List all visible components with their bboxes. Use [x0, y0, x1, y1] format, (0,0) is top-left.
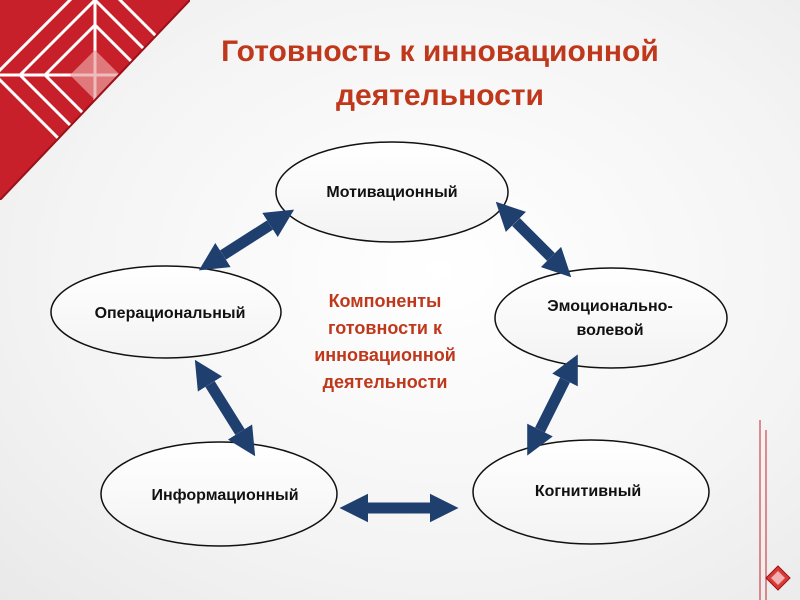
center-label: Компоненты готовности к инновационной де… [280, 288, 490, 396]
slide-title-line-2: деятельности [336, 79, 544, 112]
node-motivational-label: Мотивационный [326, 184, 458, 201]
node-emotional-volitional-label: Эмоционально- волевой [510, 295, 710, 343]
node-emotional-volitional-ellipse[interactable] [494, 267, 728, 369]
center-label-line-3: инновационной [314, 345, 456, 365]
node-emotional-volitional-label-line-2: волевой [576, 322, 644, 339]
arrow-operational-motivational [198, 209, 295, 271]
center-label-line-1: Компоненты [328, 291, 442, 311]
node-cognitive-label: Когнитивный [534, 483, 642, 500]
node-informational-label: Информационный [151, 487, 299, 504]
corner-ornament [0, 0, 190, 200]
node-emotional-volitional-label-line-1: Эмоционально- [547, 298, 673, 315]
node-operational-ellipse[interactable] [50, 265, 282, 359]
center-label-line-4: деятельности [322, 372, 448, 392]
node-cognitive-ellipse[interactable] [472, 439, 710, 545]
slide-title: Готовность к инновационной деятельности [150, 30, 730, 118]
arrow-emotional-cognitive [527, 354, 578, 456]
arrow-motivational-emotional [495, 201, 572, 278]
center-label-line-2: готовности к [328, 318, 442, 338]
node-motivational-ellipse[interactable] [275, 141, 509, 243]
node-operational-label: Операциональный [94, 305, 246, 322]
arrow-operational-informational [194, 359, 256, 457]
slide-title-line-1: Готовность к инновационной [221, 35, 659, 68]
